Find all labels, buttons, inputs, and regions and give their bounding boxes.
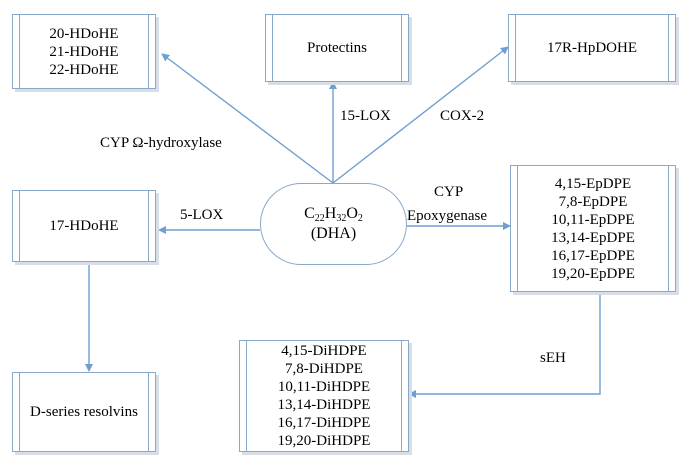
node-hdohe-line: 20-HDoHE (49, 25, 119, 42)
node-hdohe-line: 21-HDoHE (49, 43, 119, 60)
node-epdpe-line: 13,14-EpDPE (551, 229, 635, 246)
node-17r-hpdohe-label: 17R-HpDOHE (547, 40, 637, 56)
formula-subscript: 2 (357, 213, 363, 224)
edge-label-cyp: CYP (434, 184, 464, 200)
node-resolvins-label: D-series resolvins (30, 404, 138, 420)
node-hdohe-line: 22-HDoHE (49, 61, 119, 78)
edge-label-cyp-hydroxylase: CYP Ω-hydroxylase (100, 135, 222, 151)
arrow-to-hpdohe (332, 46, 509, 184)
node-dihdpe-line: 4,15-DiHDPE (281, 343, 367, 359)
node-dihdpe-group: 4,15-DiHDPE 7,8-DiHDPE 10,11-DiHDPE 13,1… (239, 340, 409, 452)
formula-subscript: 32 (336, 213, 347, 224)
node-17r-hpdohe: 17R-HpDOHE (508, 14, 676, 82)
formula-element: O (346, 205, 358, 222)
formula-element: H (324, 205, 337, 222)
dha-name: (DHA) (310, 225, 357, 242)
node-hdohe-group: 20-HDoHE 21-HDoHE 22-HDoHE (12, 14, 156, 89)
node-epdpe-line: 4,15-EpDPE (554, 175, 632, 192)
node-17-hdohe: 17-HDoHE (12, 190, 156, 262)
edge-label-epoxygenase: Epoxygenase (407, 207, 487, 225)
edge-label-15-lox: 15-LOX (340, 108, 391, 124)
node-epdpe-group: 4,15-EpDPE 7,8-EpDPE 10,11-EpDPE 13,14-E… (510, 165, 676, 292)
node-dha: C22H32O2 (DHA) (260, 183, 407, 265)
arrow-to-hdohe-group (161, 53, 334, 184)
arrow-to-dihdpe (408, 292, 601, 398)
edge-label-seh: sEH (540, 350, 566, 366)
node-dihdpe-line: 13,14-DiHDPE (277, 397, 371, 413)
formula-element: C (304, 205, 315, 222)
node-dihdpe-line: 16,17-DiHDPE (277, 415, 371, 431)
dha-formula: C22H32O2 (304, 204, 363, 224)
node-protectins-label: Protectins (307, 40, 367, 56)
node-protectins: Protectins (265, 14, 409, 82)
node-epdpe-line: 10,11-EpDPE (551, 211, 635, 228)
node-epdpe-line: 16,17-EpDPE (551, 247, 635, 264)
node-dihdpe-line: 19,20-DiHDPE (277, 433, 371, 449)
node-d-series-resolvins: D-series resolvins (12, 372, 156, 452)
node-epdpe-line: 7,8-EpDPE (558, 193, 628, 210)
formula-subscript: 22 (314, 213, 325, 224)
edge-label-cox-2: COX-2 (440, 108, 485, 124)
edge-label-5-lox: 5-LOX (180, 207, 224, 223)
node-dihdpe-line: 10,11-DiHDPE (277, 379, 371, 395)
node-17-hdohe-label: 17-HDoHE (49, 218, 119, 234)
node-dihdpe-line: 7,8-DiHDPE (285, 361, 363, 377)
node-epdpe-line: 19,20-EpDPE (551, 265, 635, 282)
